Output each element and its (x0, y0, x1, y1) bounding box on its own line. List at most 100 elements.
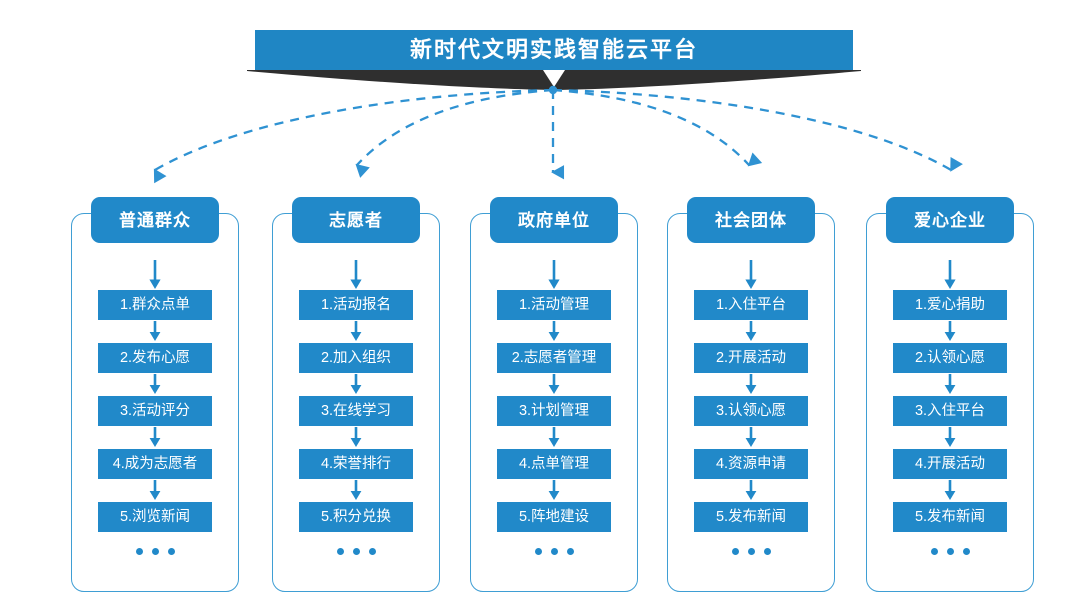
step-item-label: 4.点单管理 (518, 455, 590, 472)
step-item-label: 3.认领心愿 (715, 402, 787, 419)
ellipsis-dot (731, 548, 739, 555)
column-group-2[interactable]: 志愿者 1.活动报名 2.加入组织 3.在线学习 4.荣誉排行 5.积分兑换 (272, 197, 440, 593)
column-items-4: 1.入住平台 2.开展活动 3.认领心愿 4.资源申请 5.发布新闻 (668, 260, 834, 593)
down-arrow-icon (148, 373, 162, 396)
step-item-label: 4.荣誉排行 (320, 455, 392, 472)
ellipsis-dot (534, 548, 542, 555)
step-item-label: 2.志愿者管理 (511, 349, 597, 366)
step-item-5-2[interactable]: 2.认领心愿 (893, 343, 1007, 373)
ellipsis-dot (946, 548, 954, 555)
step-item-4-4[interactable]: 4.资源申请 (694, 449, 808, 479)
step-item-2-4[interactable]: 4.荣誉排行 (299, 449, 413, 479)
step-item-2-3[interactable]: 3.在线学习 (299, 396, 413, 426)
step-item-label: 2.加入组织 (320, 349, 392, 366)
step-item-label: 1.爱心捐助 (914, 296, 986, 313)
step-item-5-5[interactable]: 5.发布新闻 (893, 502, 1007, 532)
step-item-4-3[interactable]: 3.认领心愿 (694, 396, 808, 426)
header-down-arrow-icon (148, 260, 162, 290)
down-arrow-icon (547, 426, 561, 449)
connector-to-col-5 (552, 88, 963, 172)
step-item-2-1[interactable]: 1.活动报名 (299, 290, 413, 320)
step-item-1-5[interactable]: 5.浏览新闻 (98, 502, 212, 532)
column-header-3[interactable]: 政府单位 (490, 197, 618, 243)
step-item-2-5[interactable]: 5.积分兑换 (299, 502, 413, 532)
down-arrow-icon (943, 479, 957, 502)
ellipsis-dot (962, 548, 970, 555)
column-group-4[interactable]: 社会团体 1.入住平台 2.开展活动 3.认领心愿 4.资源申请 5.发布新闻 (667, 197, 835, 593)
step-item-label: 5.积分兑换 (320, 508, 392, 525)
down-arrow-icon (547, 320, 561, 343)
ellipsis-dot (368, 548, 376, 555)
more-items-ellipsis-5 (930, 548, 970, 555)
step-item-label: 5.发布新闻 (715, 508, 787, 525)
column-header-label: 政府单位 (518, 210, 590, 230)
title-ribbon-shadow (247, 70, 861, 90)
down-arrow-icon (148, 479, 162, 502)
step-item-label: 1.群众点单 (119, 296, 191, 313)
step-item-label: 4.成为志愿者 (112, 455, 198, 472)
step-item-label: 1.入住平台 (715, 296, 787, 313)
step-item-3-5[interactable]: 5.阵地建设 (497, 502, 611, 532)
column-group-1[interactable]: 普通群众 1.群众点单 2.发布心愿 3.活动评分 4.成为志愿者 5.浏览新闻 (71, 197, 239, 592)
step-item-5-3[interactable]: 3.入住平台 (893, 396, 1007, 426)
down-arrow-icon (349, 479, 363, 502)
down-arrow-icon (148, 320, 162, 343)
step-item-3-3[interactable]: 3.计划管理 (497, 396, 611, 426)
step-item-label: 4.资源申请 (715, 455, 787, 472)
ellipsis-dot (566, 548, 574, 555)
column-header-4[interactable]: 社会团体 (687, 197, 815, 243)
down-arrow-icon (349, 426, 363, 449)
column-group-3[interactable]: 政府单位 1.活动管理 2.志愿者管理 3.计划管理 4.点单管理 5.阵地建设 (470, 197, 638, 593)
down-arrow-icon (943, 320, 957, 343)
column-header-1[interactable]: 普通群众 (91, 197, 219, 243)
column-items-3: 1.活动管理 2.志愿者管理 3.计划管理 4.点单管理 5.阵地建设 (471, 260, 637, 593)
step-item-4-5[interactable]: 5.发布新闻 (694, 502, 808, 532)
step-item-3-1[interactable]: 1.活动管理 (497, 290, 611, 320)
ellipsis-dot (763, 548, 771, 555)
header-down-arrow-icon (744, 260, 758, 290)
step-item-1-1[interactable]: 1.群众点单 (98, 290, 212, 320)
down-arrow-icon (349, 320, 363, 343)
column-items-2: 1.活动报名 2.加入组织 3.在线学习 4.荣誉排行 5.积分兑换 (273, 260, 439, 593)
header-down-arrow-icon (349, 260, 363, 290)
down-arrow-icon (744, 320, 758, 343)
down-arrow-icon (547, 479, 561, 502)
column-header-5[interactable]: 爱心企业 (886, 197, 1014, 243)
column-header-label: 社会团体 (715, 210, 787, 230)
more-items-ellipsis-2 (336, 548, 376, 555)
step-item-label: 3.活动评分 (119, 402, 191, 419)
ellipsis-dot (930, 548, 938, 555)
step-item-2-2[interactable]: 2.加入组织 (299, 343, 413, 373)
step-item-1-2[interactable]: 2.发布心愿 (98, 343, 212, 373)
ellipsis-dot (550, 548, 558, 555)
step-item-1-3[interactable]: 3.活动评分 (98, 396, 212, 426)
step-item-5-1[interactable]: 1.爱心捐助 (893, 290, 1007, 320)
down-arrow-icon (349, 373, 363, 396)
step-item-3-4[interactable]: 4.点单管理 (497, 449, 611, 479)
column-group-5[interactable]: 爱心企业 1.爱心捐助 2.认领心愿 3.入住平台 4.开展活动 5.发布新闻 (866, 197, 1034, 592)
step-item-label: 2.发布心愿 (119, 349, 191, 366)
step-item-4-1[interactable]: 1.入住平台 (694, 290, 808, 320)
header-down-arrow-icon (547, 260, 561, 290)
step-item-1-4[interactable]: 4.成为志愿者 (98, 449, 212, 479)
ellipsis-dot (336, 548, 344, 555)
column-header-2[interactable]: 志愿者 (292, 197, 420, 243)
down-arrow-icon (744, 479, 758, 502)
step-item-4-2[interactable]: 2.开展活动 (694, 343, 808, 373)
down-arrow-icon (943, 426, 957, 449)
down-arrow-icon (148, 426, 162, 449)
step-item-label: 5.发布新闻 (914, 508, 986, 525)
page-title: 新时代文明实践智能云平台 (409, 37, 698, 62)
header-down-arrow-icon (943, 260, 957, 290)
step-item-3-2[interactable]: 2.志愿者管理 (497, 343, 611, 373)
step-item-5-4[interactable]: 4.开展活动 (893, 449, 1007, 479)
ellipsis-dot (151, 548, 159, 555)
step-item-label: 2.认领心愿 (914, 349, 986, 366)
down-arrow-icon (744, 373, 758, 396)
title-bar: 新时代文明实践智能云平台 (255, 30, 853, 70)
ellipsis-dot (135, 548, 143, 555)
down-arrow-icon (547, 373, 561, 396)
step-item-label: 4.开展活动 (914, 455, 986, 472)
more-items-ellipsis-4 (731, 548, 771, 555)
